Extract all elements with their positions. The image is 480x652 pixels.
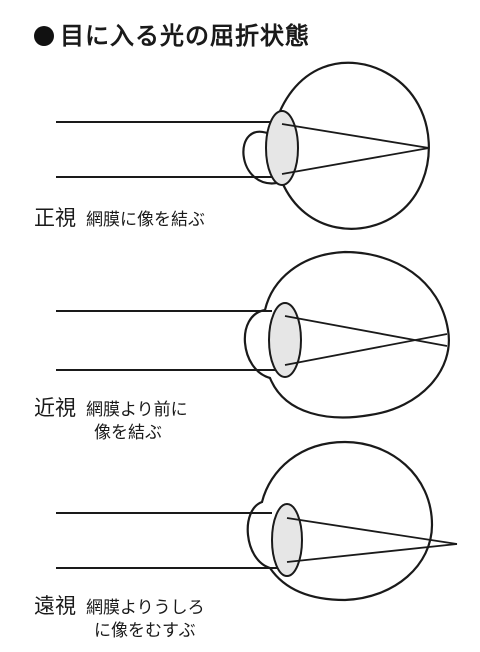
label-emmetropia: 正視網膜に像を結ぶ bbox=[34, 202, 205, 232]
title-text: 目に入る光の屈折状態 bbox=[60, 22, 310, 50]
bullet-dot-icon bbox=[34, 26, 54, 46]
term-label: 正視 bbox=[34, 206, 76, 230]
desc-label-line2: に像をむすぶ bbox=[94, 621, 196, 641]
eye-diagram-emmetropia bbox=[56, 61, 430, 230]
label-myopia: 近視網膜より前に bbox=[34, 392, 188, 422]
eyeball-outline bbox=[242, 61, 430, 230]
diagram-title: 目に入る光の屈折状態 bbox=[34, 16, 310, 51]
lens bbox=[271, 503, 303, 577]
desc-label: 網膜に像を結ぶ bbox=[86, 210, 205, 230]
refracted-ray-bottom bbox=[281, 147, 430, 175]
term-label: 近視 bbox=[34, 396, 76, 420]
label-hyperopia: 遠視網膜よりうしろ bbox=[34, 590, 205, 620]
refracted-ray-top bbox=[286, 517, 458, 545]
refracted-ray-bottom bbox=[286, 543, 458, 563]
desc-label-line2: 像を結ぶ bbox=[94, 423, 162, 443]
desc-label-line1: 網膜よりうしろ bbox=[86, 598, 205, 618]
lens bbox=[268, 302, 302, 378]
eyeball-outline bbox=[243, 250, 450, 419]
refracted-ray-top bbox=[281, 123, 430, 149]
refracted-ray-bottom bbox=[284, 333, 448, 366]
desc-label-line1: 網膜より前に bbox=[86, 400, 188, 420]
refracted-ray-top bbox=[284, 315, 448, 347]
eye-diagram-hyperopia bbox=[56, 440, 458, 602]
eye-diagram-myopia bbox=[56, 250, 450, 419]
term-label: 遠視 bbox=[34, 594, 76, 618]
lens bbox=[265, 110, 299, 186]
